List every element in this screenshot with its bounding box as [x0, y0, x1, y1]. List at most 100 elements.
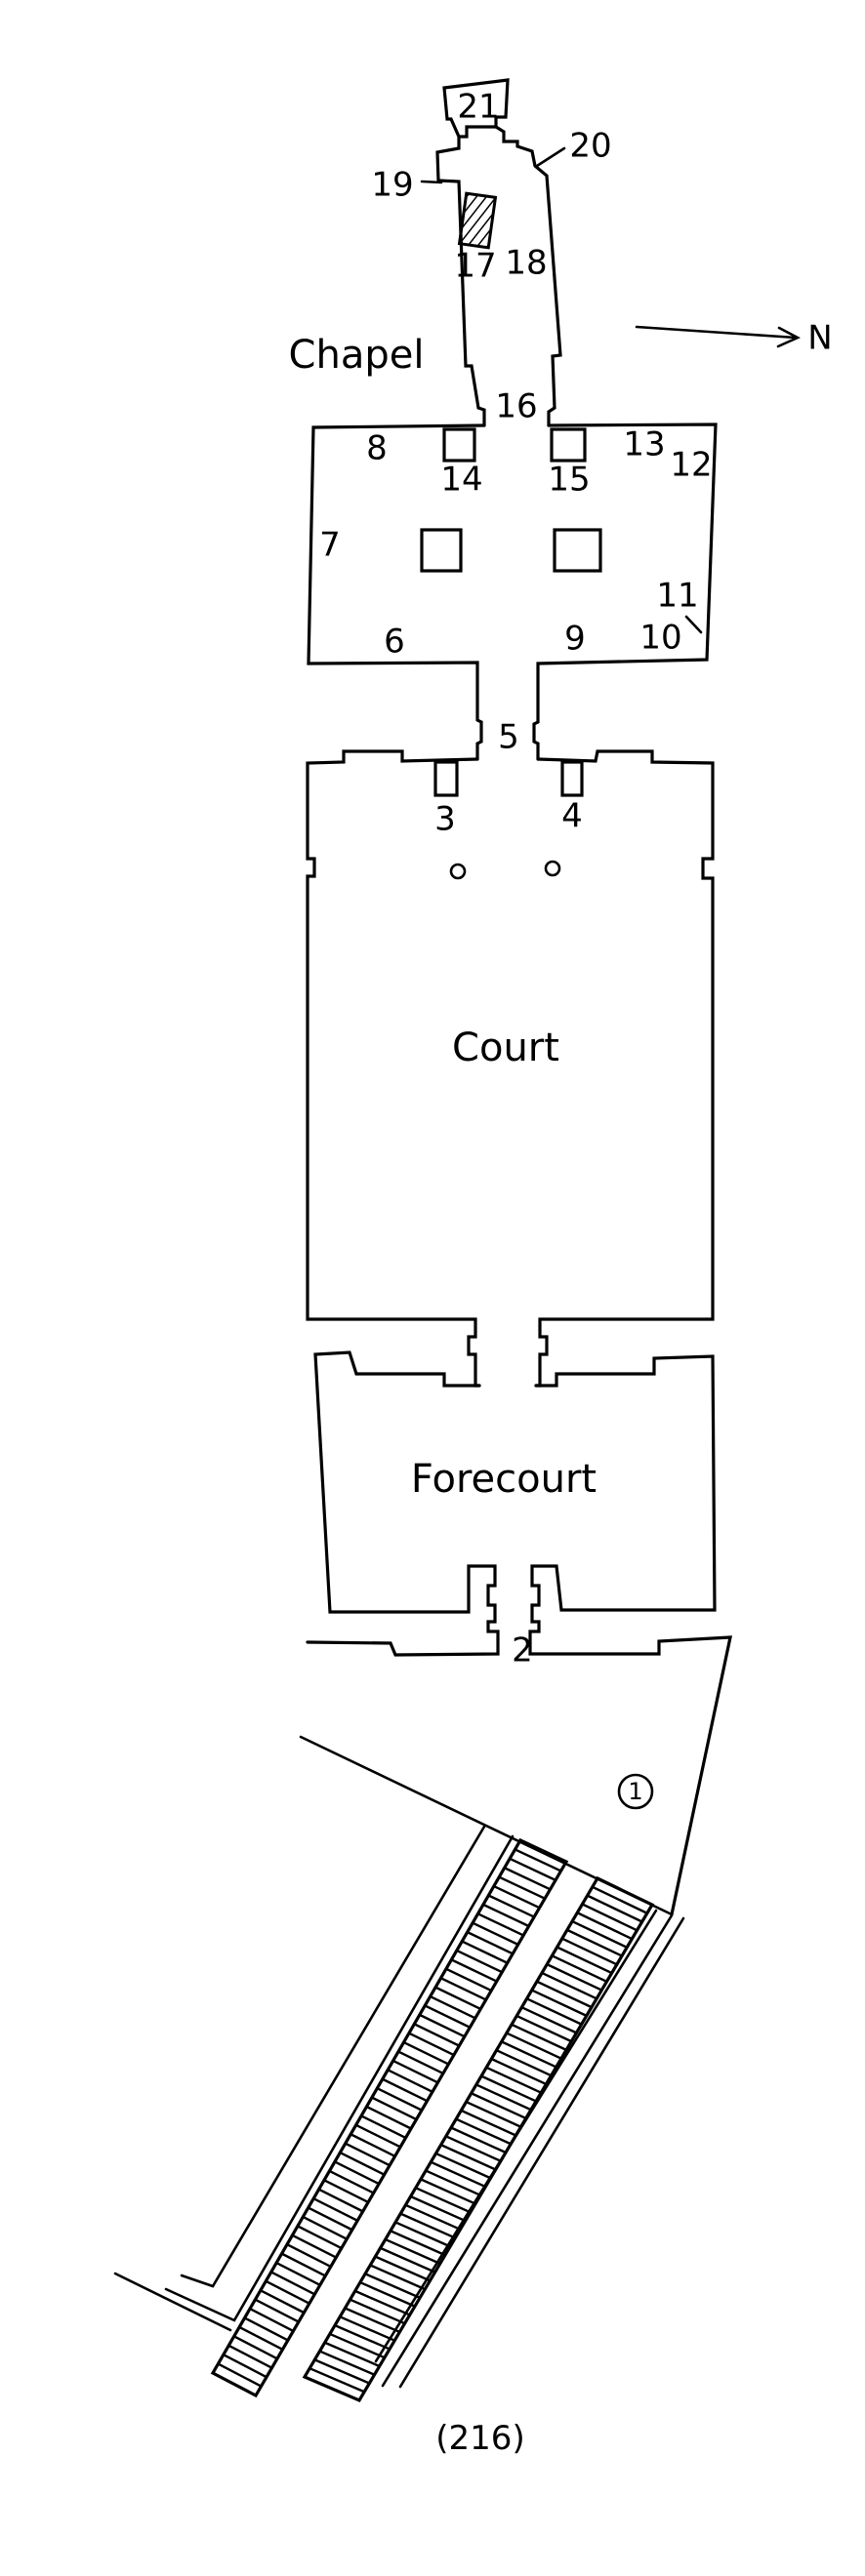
- stair-step: [365, 2105, 412, 2130]
- stair-step: [385, 2237, 441, 2265]
- forecourt: [313, 1350, 717, 1641]
- stair-step: [501, 2040, 557, 2069]
- stair-step: [587, 1894, 643, 1923]
- ramp-outer-line-west-2: [164, 1834, 515, 2322]
- stair-step: [440, 2144, 497, 2171]
- stair-step: [504, 1867, 552, 1891]
- column-base-3: [433, 760, 459, 797]
- stair-step: [382, 2077, 428, 2103]
- marker-1: 1: [628, 1778, 642, 1805]
- stair-step: [408, 2032, 455, 2057]
- stair-step: [520, 2006, 577, 2034]
- stair-step: [350, 2298, 406, 2325]
- stair-step: [440, 1977, 487, 2001]
- stair-step: [344, 2307, 400, 2334]
- stair-step: [493, 1884, 541, 1910]
- marker-2: 2: [512, 1631, 533, 1670]
- marker-1-circle: [617, 1773, 654, 1810]
- stair-step: [551, 1954, 607, 1983]
- marker-12: 12: [670, 446, 712, 485]
- stair-step: [509, 1857, 556, 1881]
- court: [306, 749, 715, 1388]
- stair-step: [345, 2142, 391, 2167]
- stair-step: [424, 2004, 471, 2029]
- stair-step: [541, 1971, 597, 2000]
- court-wall-west: [306, 749, 481, 1388]
- stair-step: [515, 1848, 562, 1872]
- stair-step: [445, 2135, 502, 2162]
- chapel-west-wall: [435, 135, 486, 427]
- marker-5: 5: [498, 718, 519, 757]
- stair-step: [531, 1989, 588, 2017]
- stair-step: [297, 2225, 343, 2250]
- ramp-stairs-east: [302, 1875, 655, 2403]
- stair-step: [390, 2230, 446, 2257]
- stair-step: [360, 2114, 407, 2140]
- stair-step: [546, 1963, 602, 1992]
- marker-3: 3: [434, 800, 456, 839]
- stair-step: [475, 2083, 532, 2112]
- stair-step: [376, 2087, 423, 2112]
- stair-step: [286, 2243, 332, 2269]
- marker-8: 8: [366, 429, 388, 468]
- stair-step: [339, 2315, 395, 2342]
- stair-step: [270, 2271, 315, 2296]
- room-label-forecourt: Forecourt: [411, 1457, 597, 1502]
- stair-step: [223, 2354, 268, 2379]
- stair-step: [498, 1875, 546, 1900]
- stair-step: [254, 2298, 300, 2323]
- pillar-base-14: [442, 427, 476, 463]
- stair-step: [415, 2187, 472, 2214]
- stair-step: [323, 2179, 369, 2204]
- pillar-base-15: [550, 427, 587, 463]
- chapel-east-wall: [494, 125, 562, 427]
- column-east: [544, 860, 561, 877]
- stair-step: [260, 2289, 305, 2314]
- stair-step: [380, 2246, 436, 2274]
- marker-17: 17: [454, 247, 496, 286]
- stair-step: [392, 2059, 438, 2084]
- stair-step: [249, 2308, 294, 2333]
- figure-number: (216): [435, 2419, 524, 2458]
- marker-6: 6: [384, 623, 405, 662]
- marker-7: 7: [319, 526, 341, 565]
- stair-step: [450, 1958, 498, 1983]
- stair-step: [460, 2109, 516, 2137]
- stair-step: [387, 2069, 433, 2093]
- stair-step: [450, 2126, 507, 2154]
- stair-step: [410, 2194, 467, 2223]
- pillar-west: [420, 528, 463, 573]
- stair-step: [434, 1986, 481, 2010]
- stair-step: [404, 2203, 461, 2231]
- stair-step: [350, 2133, 396, 2157]
- stair-step: [397, 2050, 444, 2074]
- stair-step: [399, 2212, 456, 2239]
- stair-step: [456, 1949, 503, 1974]
- marker-15: 15: [548, 461, 590, 500]
- stair-step: [312, 2197, 358, 2222]
- marker-11: 11: [656, 577, 698, 616]
- marker-4: 4: [561, 797, 583, 836]
- north-arrow-shaft: [635, 325, 798, 340]
- north-label: N: [807, 319, 832, 358]
- stair-step: [576, 1912, 633, 1941]
- stair-step: [467, 1931, 514, 1955]
- marker-18: 18: [505, 244, 547, 283]
- room-label-chapel: Chapel: [289, 333, 425, 378]
- stair-step: [485, 2066, 542, 2094]
- marker-10: 10: [639, 619, 681, 658]
- stair-step: [419, 2013, 466, 2038]
- stair-step: [556, 1946, 613, 1975]
- stair-step: [581, 1903, 638, 1932]
- hall: [307, 423, 718, 761]
- stair-step: [471, 2092, 527, 2120]
- stair-step: [430, 2160, 486, 2189]
- ramp-stairs-west: [210, 1837, 569, 2398]
- stair-step: [308, 2206, 353, 2232]
- stair-step: [402, 2041, 449, 2066]
- stair-step: [339, 2151, 386, 2176]
- stair-step: [480, 2074, 537, 2103]
- stair-step: [217, 2362, 263, 2388]
- stair-step: [487, 1894, 535, 1918]
